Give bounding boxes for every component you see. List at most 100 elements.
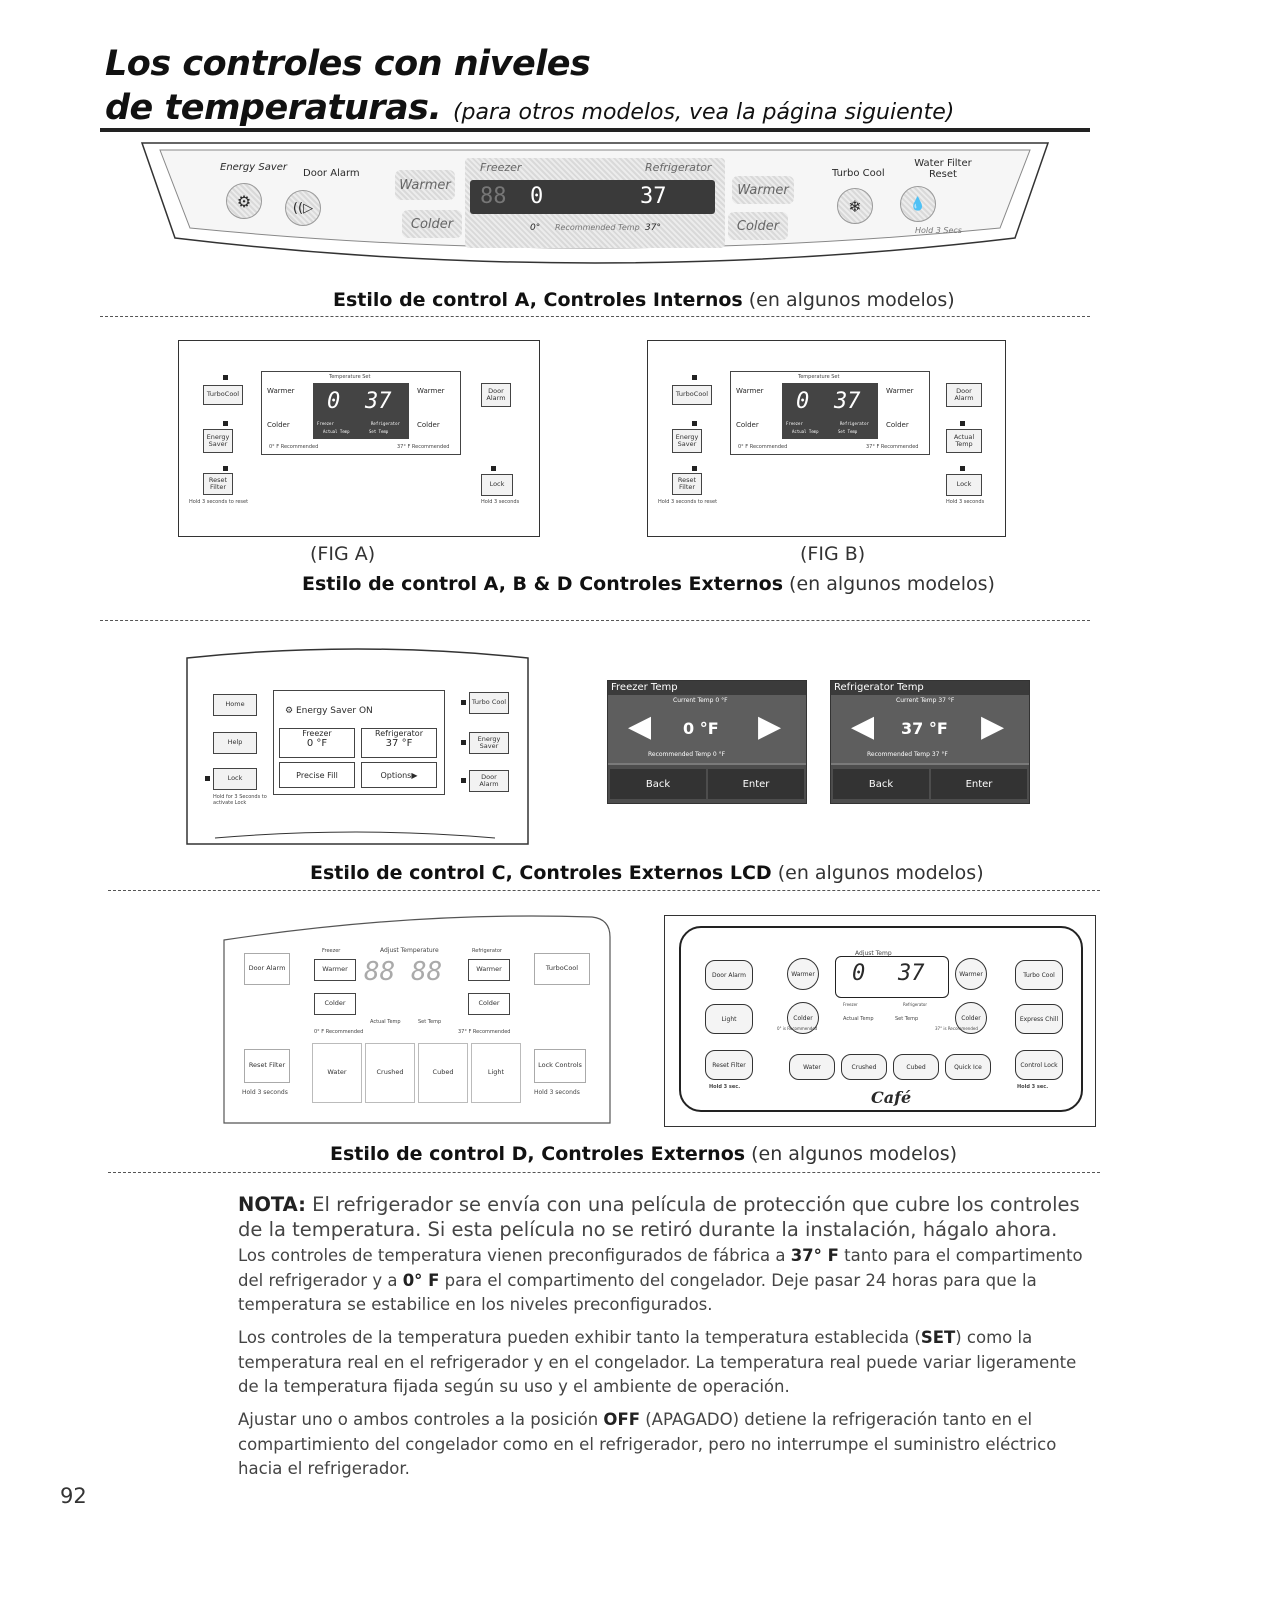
energy-saver-button[interactable]: Energy Saver (203, 429, 233, 453)
freezer-label: Freezer (322, 948, 341, 954)
door-alarm-button[interactable]: Door Alarm (244, 953, 290, 985)
lock-button[interactable]: Lock (213, 768, 257, 790)
warmer-button[interactable]: Warmer (787, 958, 819, 990)
colder-label[interactable]: Colder (736, 421, 759, 429)
turbocool-button[interactable]: TurboCool (534, 953, 590, 985)
reset-filter-button[interactable]: Reset Filter (203, 473, 233, 495)
refrigerator-right-arrow[interactable]: ▶ (981, 709, 1005, 744)
control-lock-button[interactable]: Control Lock (1015, 1050, 1063, 1080)
actual-temp-button[interactable]: Actual Temp (946, 429, 982, 453)
door-alarm-button[interactable]: Door Alarm (946, 383, 982, 407)
refrigerator-recommended: Recommended Temp 37 °F (867, 751, 948, 758)
water-filter-reset-button[interactable]: 💧 (900, 186, 936, 222)
colder-label[interactable]: Colder (267, 421, 290, 429)
adjust-temperature-label: Adjust Temperature (380, 947, 439, 954)
energy-saver-button[interactable]: Energy Saver (672, 429, 702, 453)
light-button[interactable]: Light (705, 1004, 753, 1034)
page-title-line1: Los controles con niveles (105, 44, 591, 84)
water-button[interactable]: Water (789, 1054, 835, 1080)
freezer-warmer-button[interactable]: Warmer (395, 170, 455, 200)
colder-right-button[interactable]: Colder (468, 993, 510, 1015)
style-d-right-panel: Adjust Temp Door Alarm Warmer 0 37 Warme… (664, 915, 1096, 1127)
home-button[interactable]: Home (213, 694, 257, 716)
turbo-cool-label: Turbo Cool (832, 168, 885, 179)
turbo-cool-button[interactable]: Turbo Cool (1015, 960, 1063, 990)
seven-segment-display: 88 88 (364, 957, 443, 987)
refrigerator-label: Refrigerator (903, 1002, 927, 1007)
temp-set-label: Temperature Set (798, 374, 840, 380)
warmer-label[interactable]: Warmer (267, 387, 295, 395)
refrigerator-lcd-label: Refrigerator (371, 421, 400, 426)
warmer-right-button[interactable]: Warmer (468, 959, 510, 981)
door-alarm-button[interactable]: Door Alarm (469, 770, 509, 792)
fig-a-panel: TurboCool Energy Saver Reset Filter Hold… (178, 340, 540, 537)
cubed-button[interactable]: Cubed (893, 1054, 939, 1080)
freezer-left-arrow[interactable]: ◀ (628, 709, 652, 744)
refrigerator-enter-button[interactable]: Enter (931, 769, 1027, 799)
freezer-enter-button[interactable]: Enter (708, 769, 804, 799)
colder-right-label[interactable]: Colder (417, 421, 440, 429)
cubed-button[interactable]: Cubed (418, 1043, 468, 1103)
turbocool-button[interactable]: TurboCool (672, 385, 712, 405)
temp-set-label: Temperature Set (329, 374, 371, 380)
title-rule (100, 128, 1090, 132)
rec-right: 37° F Recommended (866, 444, 919, 450)
page-title-sub: (para otros modelos, vea la página sigui… (452, 100, 955, 125)
energy-led (223, 421, 228, 426)
energy-saver-button[interactable]: Energy Saver (469, 732, 509, 754)
caption-style-abd-rest: (en algunos modelos) (783, 573, 995, 595)
help-button[interactable]: Help (213, 732, 257, 754)
lock-button[interactable]: Lock (946, 474, 982, 496)
warmer-right-button[interactable]: Warmer (955, 958, 987, 990)
door-alarm-button[interactable]: Door Alarm (481, 383, 511, 407)
reset-filter-button[interactable]: Reset Filter (244, 1049, 290, 1083)
freezer-colder-button[interactable]: Colder (402, 210, 462, 238)
quick-ice-button[interactable]: Quick Ice (945, 1054, 991, 1080)
freezer-temp-tile[interactable]: Freezer 0 °F (279, 728, 355, 758)
reset-filter-button[interactable]: Reset Filter (705, 1050, 753, 1080)
refrigerator-temp-tile[interactable]: Refrigerator 37 °F (361, 728, 437, 758)
turbocool-button[interactable]: TurboCool (203, 385, 243, 405)
refrigerator-tile-value: 37 °F (385, 738, 413, 749)
rec-fridge: 37° (645, 223, 661, 233)
freezer-right-arrow[interactable]: ▶ (758, 709, 782, 744)
refrigerator-left-arrow[interactable]: ◀ (851, 709, 875, 744)
colder-right-label[interactable]: Colder (886, 421, 909, 429)
lock-button[interactable]: Lock (481, 474, 513, 496)
warmer-right-label[interactable]: Warmer (417, 387, 445, 395)
warmer-button[interactable]: Warmer (314, 959, 356, 981)
energy-saver-button[interactable]: ⚙ (226, 183, 262, 219)
turbo-cool-button[interactable]: Turbo Cool (469, 692, 509, 714)
refrigerator-back-button[interactable]: Back (833, 769, 929, 799)
nota-paragraph: NOTA: El refrigerador se envía con una p… (238, 1192, 1098, 1242)
crushed-button[interactable]: Crushed (841, 1054, 887, 1080)
caption-style-c-rest: (en algunos modelos) (771, 862, 984, 884)
warmer-right-label[interactable]: Warmer (886, 387, 914, 395)
freezer-back-button[interactable]: Back (610, 769, 706, 799)
caption-style-c-bold: Estilo de control C, Controles Externos … (310, 862, 772, 884)
lock-controls-button[interactable]: Lock Controls (534, 1049, 586, 1083)
fridge-warmer-button[interactable]: Warmer (732, 176, 794, 204)
express-chill-button[interactable]: Express Chill (1015, 1004, 1063, 1034)
actual-temp-label: Actual Temp (370, 1019, 401, 1025)
colder-right-button[interactable]: Colder (955, 1002, 987, 1034)
light-button[interactable]: Light (471, 1043, 521, 1103)
options-button[interactable]: Options ▶ (361, 762, 437, 788)
preset-paragraph: Los controles de temperatura vienen prec… (238, 1244, 1098, 1318)
door-alarm-button[interactable]: ((▷ (285, 190, 321, 226)
actual-temp-label: Actual Temp (792, 429, 819, 434)
water-button[interactable]: Water (312, 1043, 362, 1103)
temp-lcd: 0 37 Freezer Refrigerator Actual Temp Se… (313, 383, 409, 439)
adjust-temp-label: Adjust Temp (855, 950, 892, 957)
reset-filter-button[interactable]: Reset Filter (672, 473, 702, 495)
fridge-colder-button[interactable]: Colder (728, 212, 788, 240)
turbo-cool-button[interactable]: ❄ (837, 188, 873, 224)
precise-fill-button[interactable]: Precise Fill (279, 762, 355, 788)
crushed-button[interactable]: Crushed (365, 1043, 415, 1103)
door-alarm-button[interactable]: Door Alarm (705, 960, 753, 990)
colder-button[interactable]: Colder (787, 1002, 819, 1034)
cafe-temp-display: 0 37 (835, 956, 949, 998)
colder-button[interactable]: Colder (314, 993, 356, 1015)
hold-lock-label: Hold 3 seconds (481, 499, 520, 505)
warmer-label[interactable]: Warmer (736, 387, 764, 395)
